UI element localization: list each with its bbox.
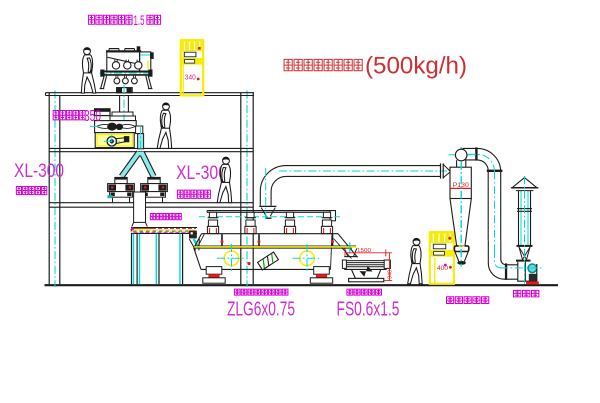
svg-text:340: 340 <box>185 74 196 81</box>
svg-text:FS0.6x1.5: FS0.6x1.5 <box>337 298 400 320</box>
svg-text:400: 400 <box>437 265 448 272</box>
svg-text:XL-300: XL-300 <box>176 163 227 184</box>
svg-text:XL-300: XL-300 <box>14 161 64 182</box>
svg-text:340: 340 <box>388 270 394 279</box>
svg-text:1.5: 1.5 <box>134 12 145 28</box>
svg-text:(500kg/h): (500kg/h) <box>365 53 467 80</box>
svg-text:350: 350 <box>84 108 101 125</box>
svg-text:ZLG6x0.75: ZLG6x0.75 <box>227 298 295 320</box>
svg-text:P130: P130 <box>453 182 470 189</box>
svg-text:1500: 1500 <box>357 248 371 254</box>
